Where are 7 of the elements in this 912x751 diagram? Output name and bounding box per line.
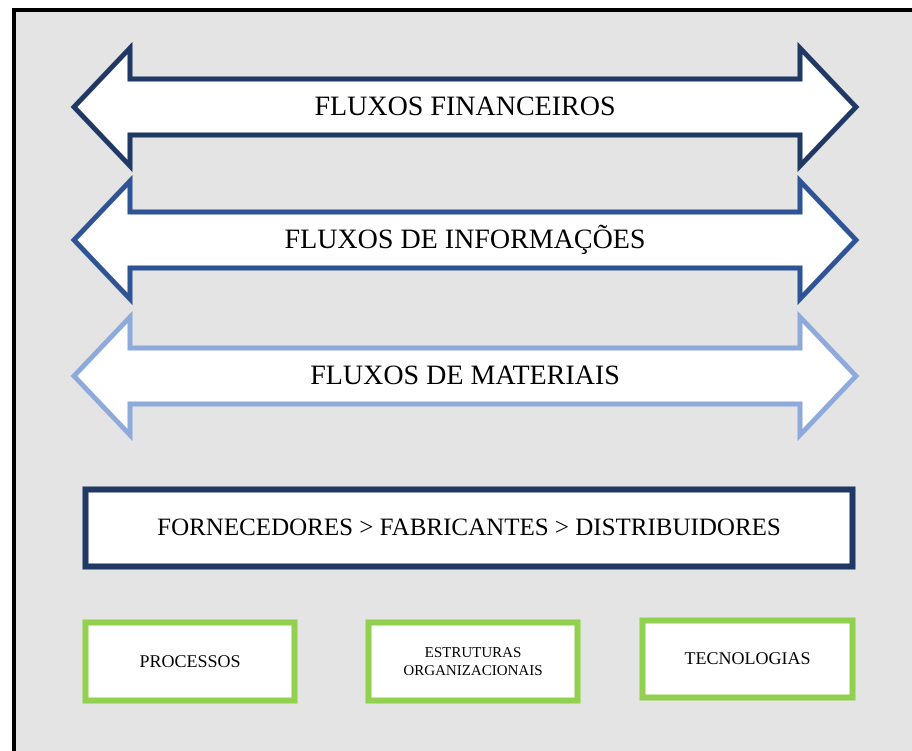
arrow-label: FLUXOS DE MATERIAIS [310, 359, 620, 393]
box-label: FORNECEDORES > FABRICANTES > DISTRIBUIDORES [157, 513, 781, 543]
arrow-label: FLUXOS DE INFORMAÇÕES [284, 223, 646, 257]
box-label: ESTRUTURAS ORGANIZACIONAIS [402, 644, 544, 680]
arrow-label: FLUXOS FINANCEIROS [314, 90, 616, 124]
box-label: PROCESSOS [139, 650, 241, 672]
box-label: TECNOLOGIAS [684, 648, 810, 670]
